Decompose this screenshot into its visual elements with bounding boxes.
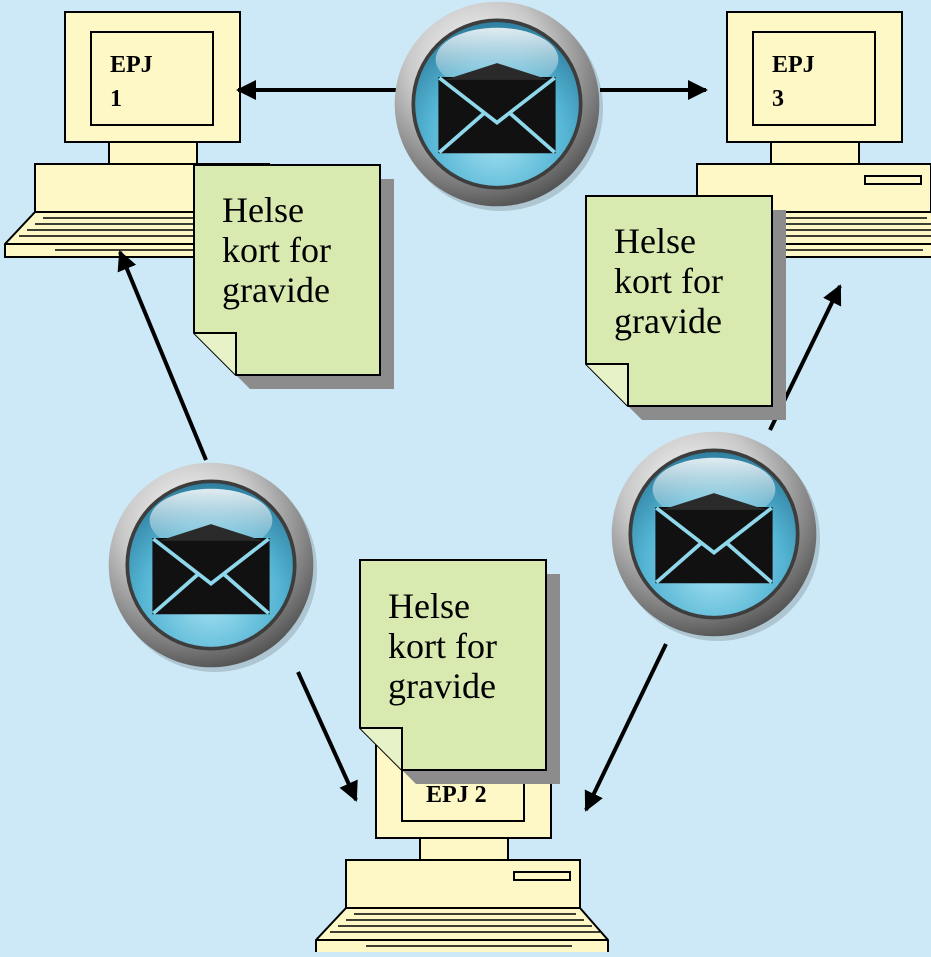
- arrow-to-epj1: [117, 250, 208, 461]
- computer-label-epj3: EPJ 3: [772, 52, 815, 112]
- envelope-icon: [392, 0, 605, 213]
- envelope-icon: [609, 429, 822, 643]
- arrow-to-epj2-right: [584, 643, 668, 812]
- computer-label-epj1: EPJ 1: [110, 52, 153, 112]
- arrow-to-epj2-left: [296, 671, 358, 802]
- computer-label-epj2: EPJ 2: [426, 782, 487, 808]
- note-text-epj1: Helse kort for gravide: [222, 190, 331, 310]
- note-text-epj2: Helse kort for gravide: [388, 586, 497, 706]
- envelope-icon: [106, 460, 319, 674]
- note-text-epj3: Helse kort for gravide: [614, 221, 723, 341]
